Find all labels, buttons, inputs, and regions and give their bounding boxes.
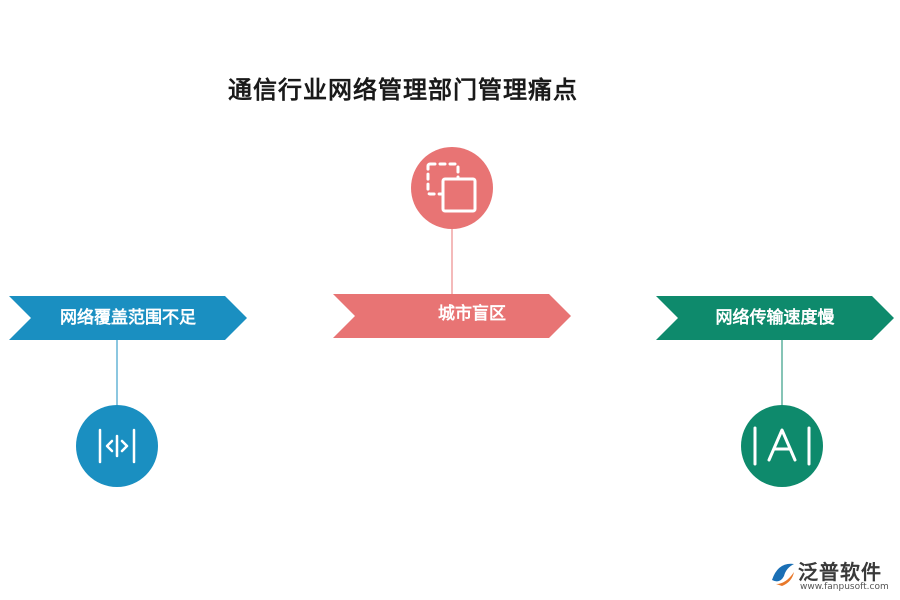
node-label-2: 城市盲区 xyxy=(438,304,506,324)
node-label-3: 网络传输速度慢 xyxy=(715,308,835,328)
copy-frame-icon xyxy=(426,162,477,213)
split-arrows-icon xyxy=(98,428,136,464)
diagram-title: 通信行业网络管理部门管理痛点 xyxy=(228,76,578,104)
arrow-shape-1 xyxy=(9,296,247,340)
arrow-shape-2 xyxy=(333,294,571,338)
arrow-shape-3 xyxy=(656,296,894,340)
text-cursor-a-icon xyxy=(753,426,811,466)
brand-mark-icon xyxy=(772,563,794,586)
node-circle-3 xyxy=(741,405,823,487)
brand-url: www.fanpusoft.com xyxy=(800,582,889,592)
node-label-1: 网络覆盖范围不足 xyxy=(60,308,196,328)
brand-name: 泛普软件 xyxy=(798,560,882,584)
brand-logo: 泛普软件 www.fanpusoft.com xyxy=(768,556,894,596)
